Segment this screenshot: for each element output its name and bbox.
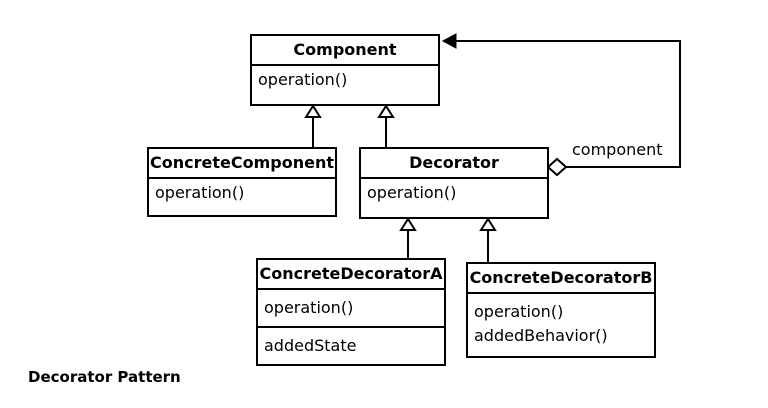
aggregation-diamond	[546, 157, 568, 177]
operation: operation()	[367, 183, 457, 202]
association-label-component: component	[572, 140, 663, 159]
class-component: Component operation()	[250, 34, 440, 106]
class-decorator-operations: operation()	[361, 179, 547, 207]
aggregation-line-component	[456, 40, 681, 168]
operation: addedBehavior()	[474, 326, 608, 345]
diagram-caption: Decorator Pattern	[28, 368, 181, 386]
class-component-name: Component	[252, 36, 438, 66]
class-concrete-decorator-b-name: ConcreteDecoratorB	[468, 264, 654, 294]
operation: operation()	[264, 298, 354, 317]
generalization-arrowhead-concrete-decorator-b	[479, 217, 497, 231]
operation: operation()	[155, 183, 245, 202]
class-concrete-decorator-b: ConcreteDecoratorB operation() addedBeha…	[466, 262, 656, 358]
class-concrete-component-name: ConcreteComponent	[149, 149, 335, 179]
class-concrete-component: ConcreteComponent operation()	[147, 147, 337, 217]
class-concrete-decorator-a: ConcreteDecoratorA operation() addedStat…	[256, 258, 446, 366]
association-arrowhead-component	[441, 33, 457, 49]
class-concrete-decorator-a-name: ConcreteDecoratorA	[258, 260, 444, 290]
class-concrete-decorator-b-operations: operation() addedBehavior()	[468, 294, 654, 350]
class-decorator: Decorator operation()	[359, 147, 549, 219]
class-decorator-name: Decorator	[361, 149, 547, 179]
class-component-operations: operation()	[252, 66, 438, 94]
operation: operation()	[474, 302, 564, 321]
generalization-arrowhead-decorator	[377, 104, 395, 118]
class-concrete-component-operations: operation()	[149, 179, 335, 207]
operation: operation()	[258, 70, 348, 89]
generalization-arrowhead-concrete-component	[304, 104, 322, 118]
attribute: addedState	[264, 336, 357, 355]
class-concrete-decorator-a-attributes: addedState	[258, 328, 444, 360]
generalization-arrowhead-concrete-decorator-a	[399, 217, 417, 231]
class-concrete-decorator-a-operations: operation()	[258, 290, 444, 328]
